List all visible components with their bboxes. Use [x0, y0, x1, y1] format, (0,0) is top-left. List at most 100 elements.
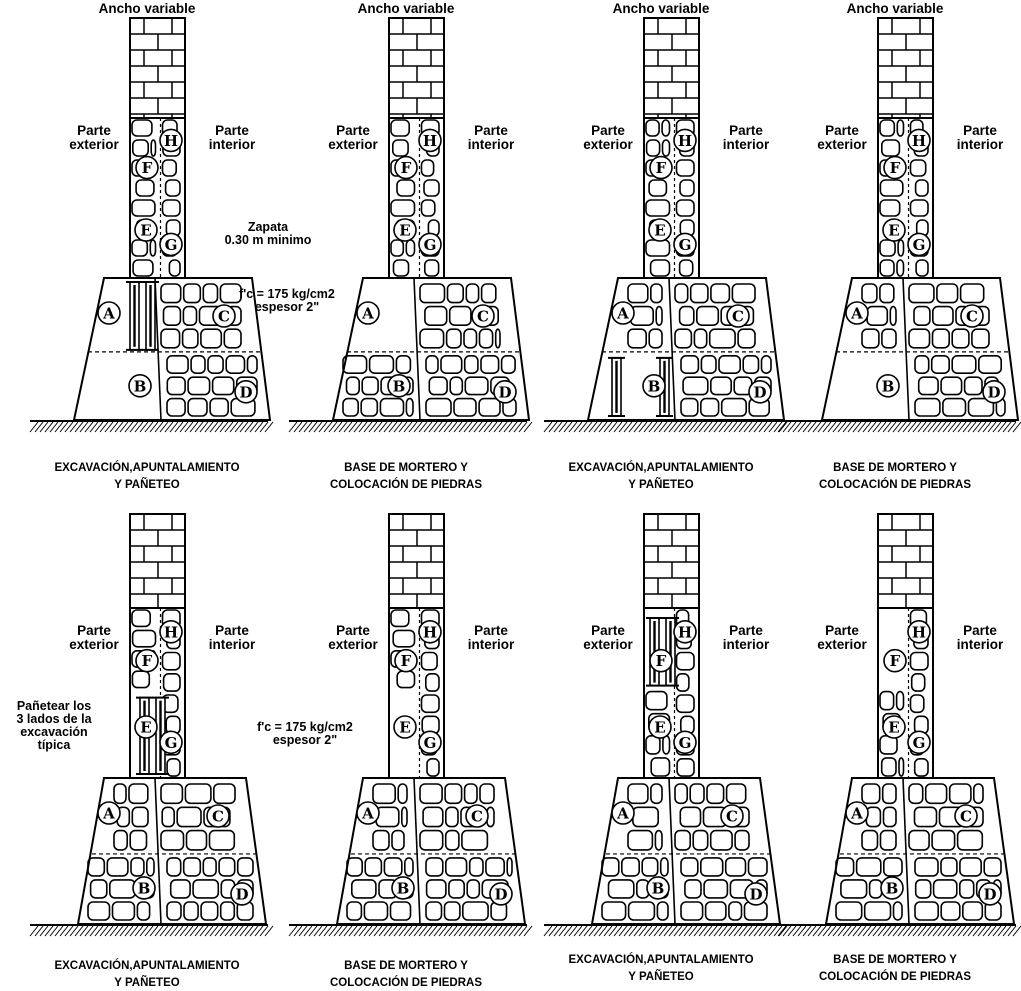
ground-hatch [293, 421, 303, 433]
ground-hatch [638, 421, 648, 433]
section-marker [845, 301, 869, 325]
ground-hatch [593, 421, 603, 433]
section-marker [489, 882, 513, 906]
ground-hatch [807, 925, 817, 937]
ground-hatch [303, 421, 313, 433]
stone [627, 901, 656, 921]
stone [883, 857, 903, 877]
ground-hatch [887, 925, 897, 937]
stone [863, 901, 892, 921]
stone [861, 328, 880, 349]
ground-hatch [718, 925, 728, 937]
panel-title: Ancho variable [357, 1, 455, 16]
ground-hatch [408, 925, 418, 937]
section-letter-b: B [886, 879, 899, 897]
ground-hatch [134, 421, 144, 433]
ground-hatch [398, 925, 408, 937]
stone [166, 397, 186, 417]
ground-hatch [114, 925, 124, 937]
ground-hatch [209, 925, 219, 937]
stone [915, 259, 929, 277]
section-marker [356, 801, 380, 825]
stone [462, 901, 489, 921]
ground-hatch [54, 421, 64, 433]
ground-hatch [513, 421, 523, 433]
stone [661, 139, 671, 157]
ground-hatch [493, 925, 503, 937]
stone [208, 829, 236, 851]
ground-hatch [398, 421, 408, 433]
ground-hatch [458, 925, 468, 937]
stone [675, 159, 695, 177]
section-marker [673, 232, 697, 257]
ground-hatch [308, 421, 318, 433]
ground-hatch [777, 925, 787, 937]
stone [706, 783, 725, 805]
stone [917, 376, 939, 396]
stone [704, 901, 727, 921]
ground-hatch [498, 421, 508, 433]
stone [962, 901, 984, 921]
ground-hatch [837, 421, 847, 433]
ground-hatch [678, 925, 688, 937]
ground-hatch [703, 421, 713, 433]
stone [959, 283, 985, 304]
ground-hatch [997, 421, 1007, 433]
section-marker [673, 730, 697, 755]
ground-hatch [124, 421, 134, 433]
ground-hatch [653, 925, 663, 937]
stone [425, 354, 439, 374]
ground-hatch [403, 421, 413, 433]
stone [889, 305, 897, 327]
ground-hatch [643, 925, 653, 937]
ground-hatch [688, 925, 698, 937]
section-marker [646, 876, 670, 900]
section-letter-d: D [239, 383, 252, 401]
stone [166, 354, 189, 374]
stone [700, 397, 720, 417]
stone [202, 857, 217, 877]
section-marker [720, 804, 744, 828]
ground-hatch [967, 925, 977, 937]
stone [479, 783, 495, 805]
ground-hatch [892, 421, 902, 433]
ground-hatch [119, 421, 129, 433]
stone [218, 857, 236, 877]
ground-hatch [328, 925, 338, 937]
ground-hatch [977, 421, 987, 433]
ground-hatch [343, 421, 353, 433]
ground-hatch [743, 421, 753, 433]
ground-hatch [144, 421, 154, 433]
ground-hatch [478, 421, 488, 433]
stone [645, 199, 671, 217]
ground-hatch [199, 925, 209, 937]
section-marker [611, 301, 635, 325]
section-letter-f: F [656, 652, 667, 670]
stone [200, 901, 219, 921]
ground-hatch [827, 925, 837, 937]
stone [192, 879, 220, 899]
ground-hatch [234, 421, 244, 433]
ground-hatch [763, 421, 773, 433]
stone [879, 179, 904, 197]
ground-hatch [927, 925, 937, 937]
stone [187, 376, 211, 396]
section-letter-a: A [361, 305, 374, 323]
ground-hatch [648, 925, 658, 937]
section-marker [356, 301, 380, 325]
ground-hatch [408, 421, 418, 433]
ground-hatch [194, 421, 204, 433]
ground-hatch [822, 421, 832, 433]
ground-hatch [239, 421, 249, 433]
stone [913, 305, 931, 327]
stone [463, 354, 479, 374]
section-letter-f: F [142, 652, 153, 670]
